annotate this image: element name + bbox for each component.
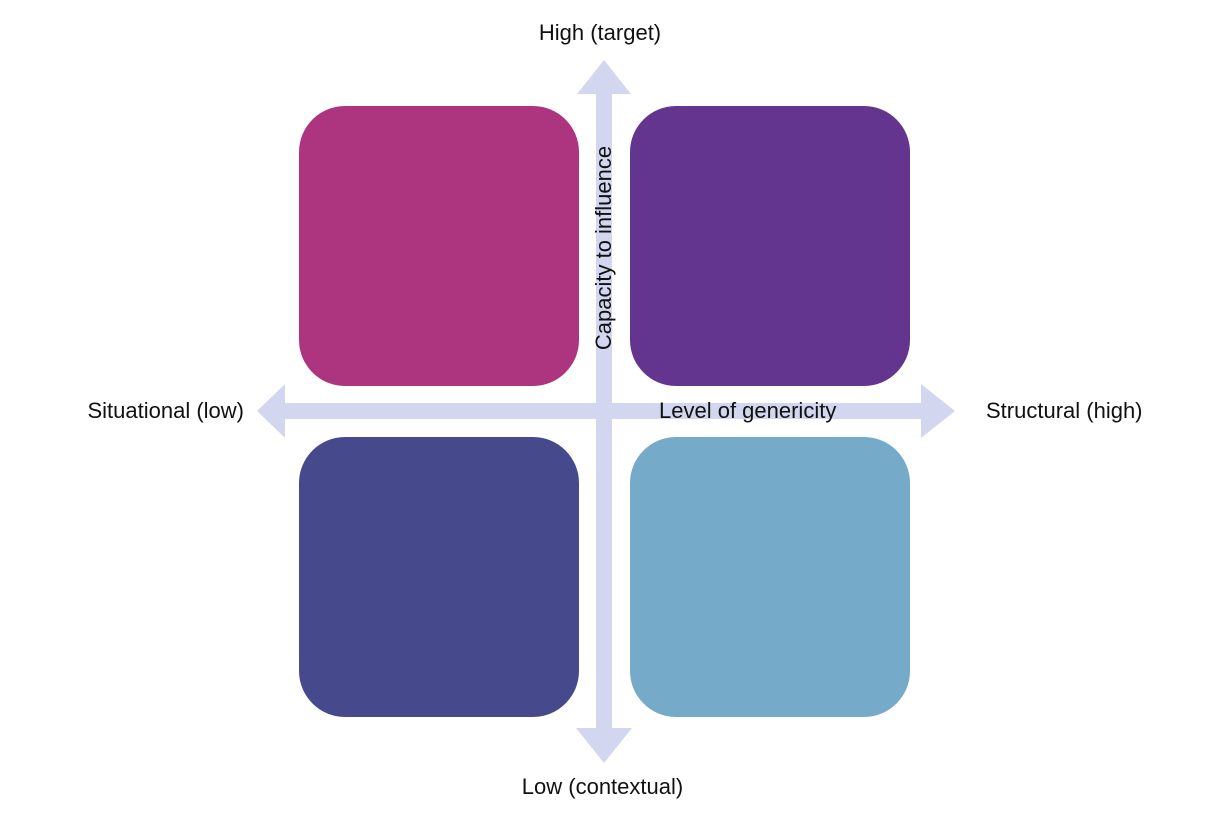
- vertical-axis-top-label: High (target): [538, 20, 662, 45]
- vertical-axis-bottom-label: Low (contextual): [521, 774, 684, 799]
- horizontal-axis-title: Level of genericity: [659, 398, 837, 423]
- horizontal-axis-left-label: Situational (low): [87, 398, 244, 423]
- quadrant-bottom-left: [299, 437, 579, 717]
- quadrant-top-left: [299, 106, 579, 386]
- quadrant-bottom-right: [630, 437, 910, 717]
- vertical-axis-arrow: [576, 60, 632, 763]
- quadrant-top-right: [630, 106, 910, 386]
- vertical-axis-title: Capacity to influence: [591, 145, 616, 351]
- horizontal-axis-right-label: Structural (high): [986, 398, 1143, 423]
